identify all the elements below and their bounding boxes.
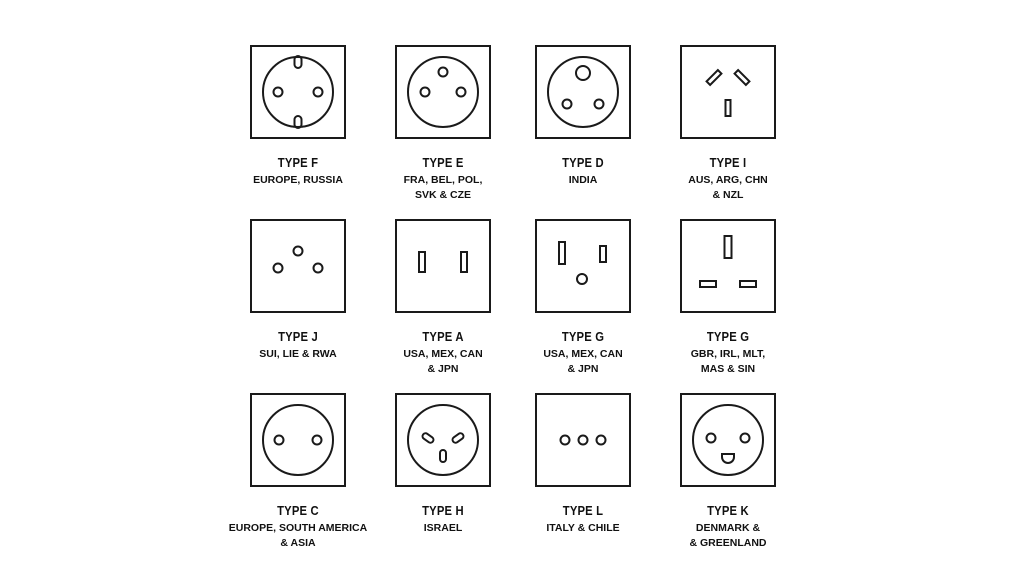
socket-tile: TYPE C EUROPE, SOUTH AMERICA & ASIA	[228, 392, 368, 551]
socket-countries-label: FRA, BEL, POL, SVK & CZE	[403, 174, 483, 201]
socket-countries-label: ITALY & CHILE	[546, 522, 620, 534]
socket-countries-label: DENMARK & & GREENLAND	[689, 522, 767, 549]
socket-tile: TYPE I AUS, ARG, CHN & NZL	[658, 44, 798, 203]
type-i-socket-icon	[680, 45, 776, 139]
type-j-socket-icon	[250, 219, 346, 313]
type-h-socket-icon	[395, 393, 491, 487]
socket-tile: TYPE H ISRAEL	[373, 392, 513, 536]
type-d-socket-icon	[535, 45, 631, 139]
type-k-socket-icon	[680, 393, 776, 487]
socket-countries-label: USA, MEX, CAN & JPN	[403, 348, 483, 375]
socket-tile: TYPE G USA, MEX, CAN & JPN	[513, 218, 653, 377]
type-f-socket-icon	[250, 45, 346, 139]
socket-type-label: TYPE L	[562, 504, 604, 518]
socket-type-label: TYPE D	[562, 156, 604, 170]
socket-countries-label: GBR, IRL, MLT, MAS & SIN	[690, 348, 766, 375]
socket-type-label: TYPE A	[422, 330, 464, 344]
socket-tile: TYPE D INDIA	[513, 44, 653, 188]
socket-type-label: TYPE E	[422, 156, 464, 170]
socket-tile: TYPE L ITALY & CHILE	[513, 392, 653, 536]
socket-tile: TYPE F EUROPE, RUSSIA	[228, 44, 368, 188]
socket-tile: TYPE A USA, MEX, CAN & JPN	[373, 218, 513, 377]
socket-type-label: TYPE G	[706, 330, 750, 344]
socket-countries-label: EUROPE, SOUTH AMERICA & ASIA	[228, 522, 368, 549]
socket-type-label: TYPE G	[561, 330, 605, 344]
socket-tile: TYPE G GBR, IRL, MLT, MAS & SIN	[658, 218, 798, 377]
socket-tile: TYPE K DENMARK & & GREENLAND	[658, 392, 798, 551]
socket-type-label: TYPE F	[277, 156, 319, 170]
type-a-socket-icon	[395, 219, 491, 313]
socket-type-label: TYPE C	[277, 504, 319, 518]
socket-type-label: TYPE H	[422, 504, 464, 518]
socket-countries-label: ISRAEL	[423, 522, 463, 534]
socket-countries-label: AUS, ARG, CHN & NZL	[688, 174, 768, 201]
socket-type-label: TYPE J	[278, 330, 318, 344]
type-g-socket-icon	[680, 219, 776, 313]
socket-countries-label: USA, MEX, CAN & JPN	[543, 348, 623, 375]
socket-type-label: TYPE I	[709, 156, 747, 170]
type-l-socket-icon	[535, 393, 631, 487]
socket-tile: TYPE E FRA, BEL, POL, SVK & CZE	[373, 44, 513, 203]
type-b-socket-icon	[535, 219, 631, 313]
socket-tile: TYPE J SUI, LIE & RWA	[228, 218, 368, 362]
socket-countries-label: SUI, LIE & RWA	[259, 348, 337, 360]
type-e-socket-icon	[395, 45, 491, 139]
socket-type-label: TYPE K	[707, 504, 749, 518]
socket-countries-label: EUROPE, RUSSIA	[253, 174, 343, 186]
type-c-socket-icon	[250, 393, 346, 487]
socket-countries-label: INDIA	[568, 174, 598, 186]
